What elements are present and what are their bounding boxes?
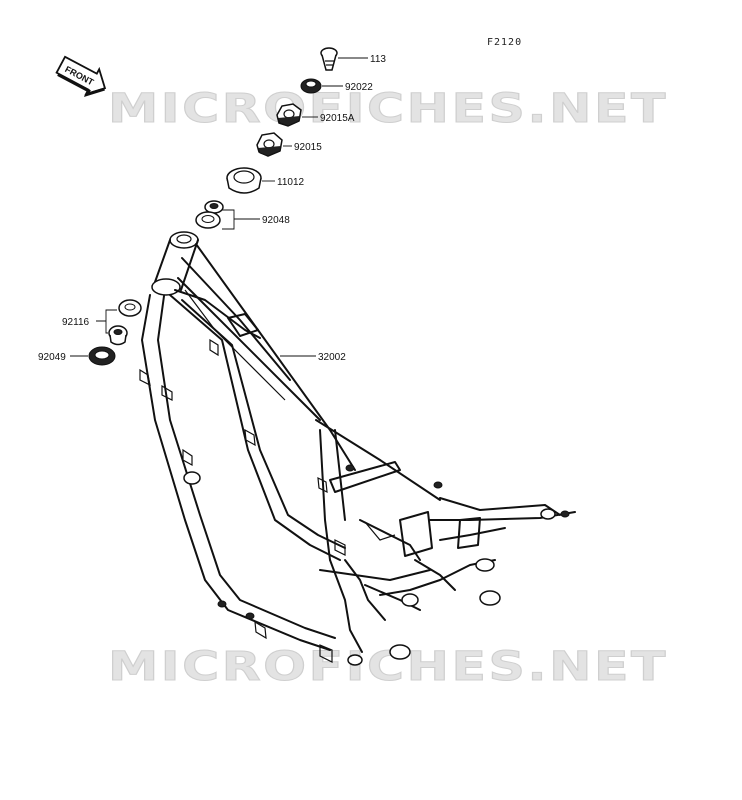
callout-11012: 11012 <box>277 177 305 188</box>
bearing-92048 <box>195 200 224 229</box>
callout-113: 113 <box>370 54 386 65</box>
watermark-bottom: MICROFICHES.NET <box>108 644 668 690</box>
figure-code: F2120 <box>487 37 522 48</box>
front-arrow-icon: FRONT <box>55 55 107 97</box>
callout-92015: 92015 <box>294 142 322 153</box>
watermark-top: MICROFICHES.NET <box>108 86 668 132</box>
callout-92015A: 92015A <box>320 113 355 124</box>
seal-92049 <box>88 346 116 366</box>
callout-32002: 32002 <box>318 352 346 363</box>
nut-92015 <box>256 132 283 157</box>
callout-92116: 92116 <box>62 317 90 328</box>
bolt-113 <box>320 47 338 71</box>
frame-32002 <box>139 231 576 666</box>
cap-11012 <box>226 167 262 194</box>
callout-92048: 92048 <box>262 215 290 226</box>
washer-92022 <box>300 78 322 94</box>
callout-92049: 92049 <box>38 352 66 363</box>
bearing-92116 <box>108 299 142 346</box>
nut-92015A <box>276 103 302 127</box>
callout-92022: 92022 <box>345 82 373 93</box>
